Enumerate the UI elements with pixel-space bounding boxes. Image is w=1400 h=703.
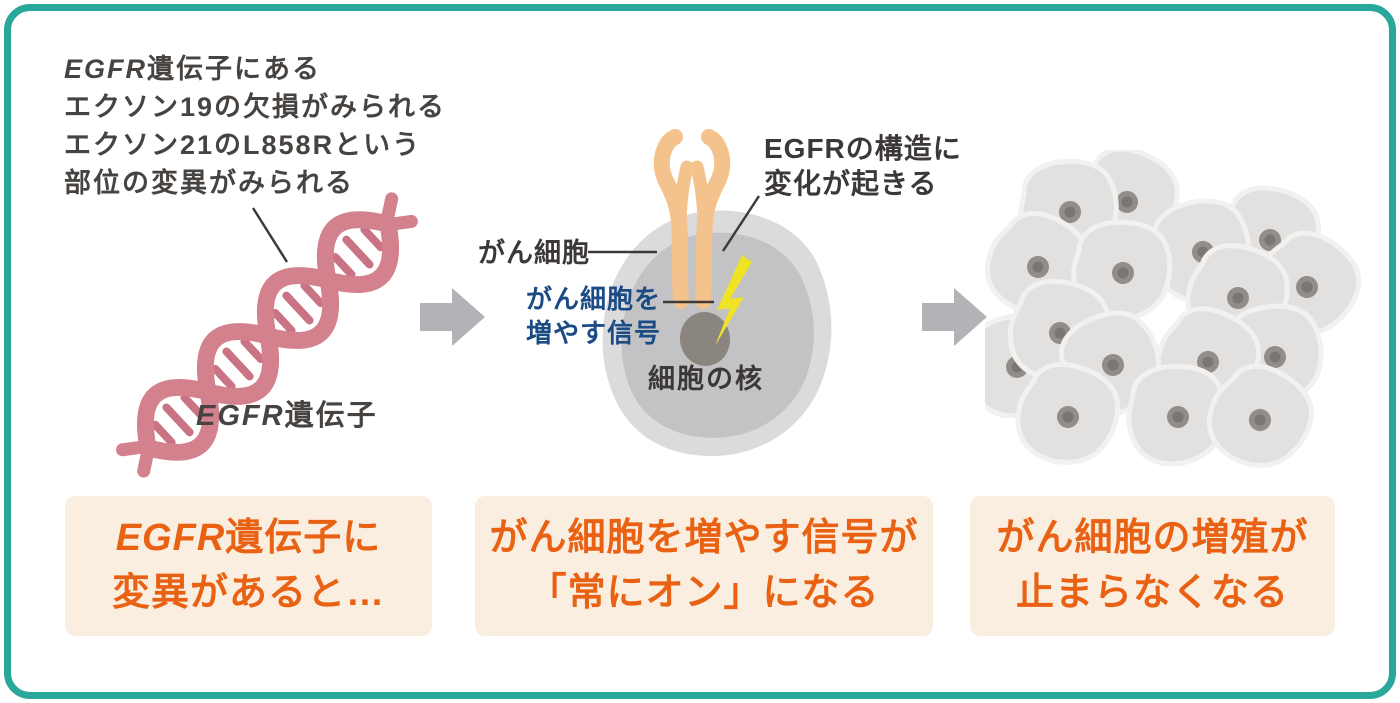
caption-line: 変異があると… [111, 572, 385, 614]
growth-signal-label: がん細胞を 増やす信号 [526, 284, 662, 348]
caption-box-mutation: EGFR遺伝子に 変異があると… [65, 496, 432, 636]
caption-line: 止まらなくなる [1015, 572, 1289, 614]
cancer-cell-illustration [602, 129, 832, 457]
caption-line: がん細胞の増殖が [996, 517, 1309, 559]
caption-line: EGFR遺伝子に [115, 517, 382, 559]
caption-line: がん細胞を増やす信号が [489, 517, 919, 559]
dna-rungs [151, 225, 385, 447]
cell-cluster [985, 150, 1370, 482]
mutation-annotation: EGFR遺伝子にある エクソン19の欠損がみられる エクソン21のL858Rとい… [64, 50, 446, 202]
dna-label: EGFR遺伝子 [196, 400, 378, 432]
caption-line: 「常にオン」になる [528, 572, 880, 614]
cell-cluster-illustration [985, 150, 1370, 490]
arrow-right-icon [922, 288, 987, 346]
gene-name: EGFR [64, 54, 148, 84]
nucleus-label: 細胞の核 [648, 364, 764, 394]
signal-bolt-icon [715, 255, 752, 346]
egfr-structure-note: EGFRの構造に 変化が起きる [764, 133, 962, 199]
annotation-line-4: 部位の変異がみられる [64, 168, 354, 198]
dna-strand-ends [116, 192, 418, 478]
caption-box-signal-on: がん細胞を増やす信号が 「常にオン」になる [475, 496, 933, 636]
annotation-line-1: EGFR遺伝子にある [64, 54, 322, 84]
caption-box-proliferation: がん細胞の増殖が 止まらなくなる [970, 496, 1335, 636]
annotation-line-3: エクソン21のL858Rという [64, 130, 422, 160]
egfr-receptor-icon [653, 129, 731, 309]
dna-helix-illustration [116, 192, 418, 478]
cancer-cell-label: がん細胞 [478, 238, 590, 268]
nucleus-shape [679, 312, 731, 366]
dna-strands [136, 211, 400, 461]
annotation-line-2: エクソン19の欠損がみられる [64, 92, 447, 122]
